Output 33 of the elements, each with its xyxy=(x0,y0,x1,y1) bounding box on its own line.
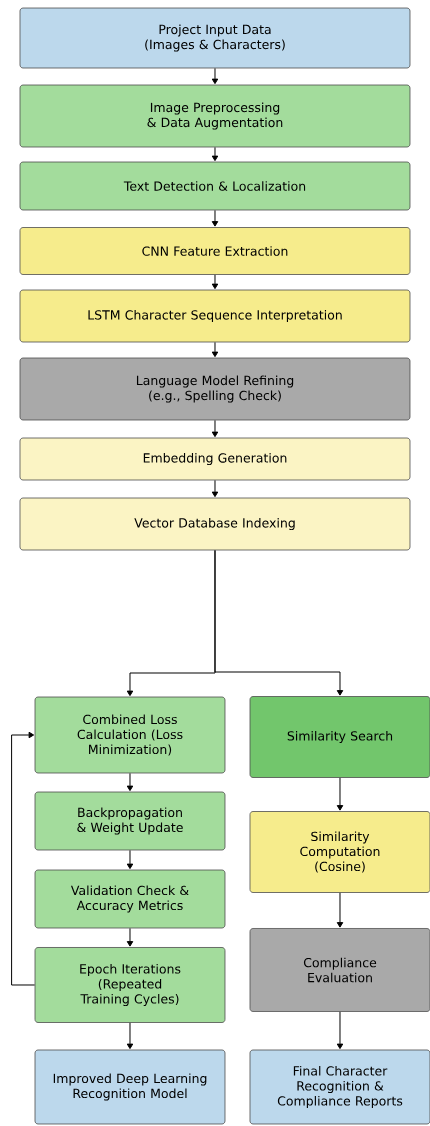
arrow xyxy=(11,731,36,986)
process-box: Combined Loss Calculation (Loss Minimization) xyxy=(34,696,226,774)
process-box: Improved Deep Learning Recognition Model xyxy=(34,1049,226,1125)
process-box: Text Detection & Localization xyxy=(19,161,411,211)
arrow xyxy=(211,419,219,438)
process-box: Validation Check & Accuracy Metrics xyxy=(34,869,226,929)
process-box: LSTM Character Sequence Interpretation xyxy=(19,289,411,343)
arrow xyxy=(211,67,219,85)
arrow xyxy=(214,549,344,696)
arrow xyxy=(126,772,134,792)
process-box: Embedding Generation xyxy=(19,437,411,481)
process-box: Similarity Computation (Cosine) xyxy=(249,811,430,893)
arrow xyxy=(211,274,219,290)
arrow xyxy=(126,927,134,947)
arrow xyxy=(211,146,219,162)
arrow xyxy=(336,777,344,811)
process-box: Project Input Data (Images & Characters) xyxy=(19,7,411,69)
arrow xyxy=(336,1011,344,1050)
arrow xyxy=(211,209,219,227)
arrow xyxy=(336,892,344,928)
process-box: Epoch Iterations (Repeated Training Cycles) xyxy=(34,947,226,1023)
arrow xyxy=(126,849,134,870)
arrow xyxy=(211,479,219,498)
process-box: Image Preprocessing & Data Augmentation xyxy=(19,84,411,148)
arrow xyxy=(211,341,219,358)
process-box: Backpropagation & Weight Update xyxy=(34,791,226,851)
arrow xyxy=(126,1022,134,1050)
process-box: Final Character Recognition & Compliance Reports xyxy=(249,1049,430,1125)
process-box: Compliance Evaluation xyxy=(249,928,430,1012)
process-box: Vector Database Indexing xyxy=(19,497,411,551)
process-box: CNN Feature Extraction xyxy=(19,227,411,275)
process-box: Similarity Search xyxy=(249,696,430,778)
process-box: Language Model Refining (e.g., Spelling Check) xyxy=(19,357,411,421)
